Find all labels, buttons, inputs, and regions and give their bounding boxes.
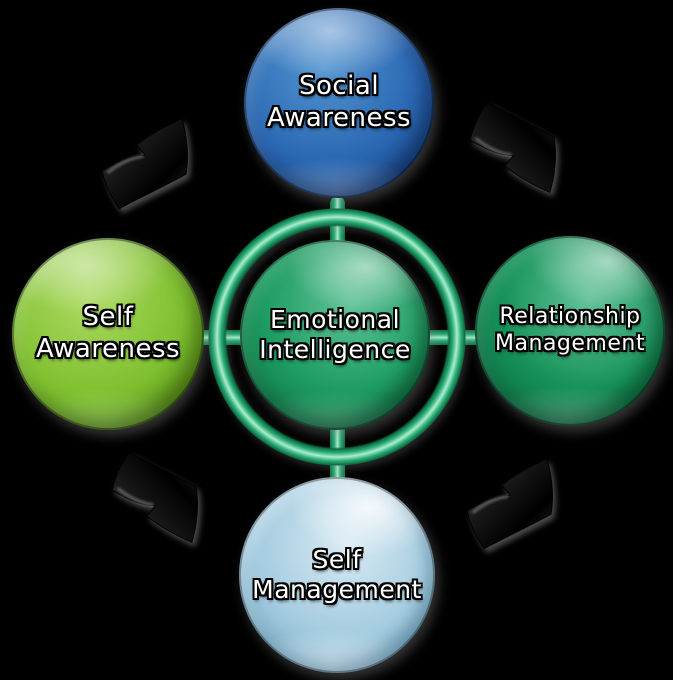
- node-relationship-management-label: Relationship Management: [495, 304, 645, 356]
- node-self-management-label: Self Management: [252, 544, 422, 605]
- node-self-awareness: Self Awareness: [12, 238, 204, 430]
- arrow-up-right-icon: [101, 118, 188, 210]
- node-self-awareness-label: Self Awareness: [35, 302, 181, 364]
- node-relationship-management: Relationship Management: [475, 236, 665, 426]
- node-emotional-intelligence-label: Emotional Intelligence: [259, 304, 411, 365]
- node-social-awareness: Social Awareness: [244, 8, 434, 198]
- node-self-management: Self Management: [239, 477, 435, 673]
- arrow-down-right-icon: [111, 451, 198, 543]
- node-emotional-intelligence: Emotional Intelligence: [240, 240, 430, 430]
- arrow-up-right-icon: [466, 458, 553, 550]
- arrow-down-right-icon: [469, 101, 556, 193]
- node-social-awareness-label: Social Awareness: [266, 71, 412, 133]
